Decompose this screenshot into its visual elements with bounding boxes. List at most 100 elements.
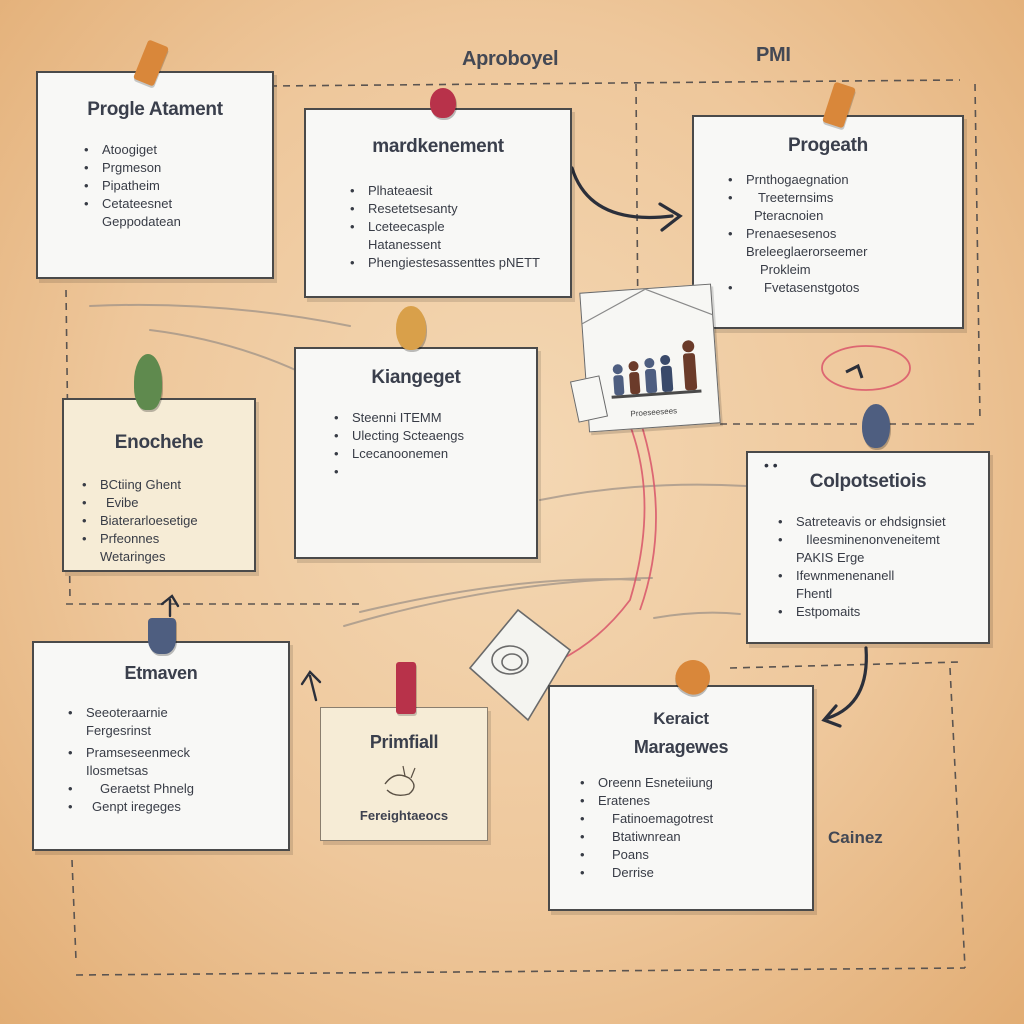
- side-label: Cainez: [828, 828, 883, 847]
- dashed-bottom-right-rail: [949, 667, 966, 969]
- card-enochehe[interactable]: Enochehe •BCtiing Ghent •Evibe •Biaterar…: [62, 398, 256, 572]
- card-title: Colpotsetiois: [809, 471, 927, 492]
- bullet-icon: •: [82, 477, 87, 492]
- list-item: •BCtiing Ghent: [82, 477, 181, 492]
- list-item: •Fatinoemagotrest: [580, 811, 714, 826]
- bullet-icon: •: [580, 811, 585, 826]
- card-progle-atament[interactable]: Progle Atament •Atoogiget •Prgmeson •Pip…: [36, 71, 274, 279]
- card-title: mardkenement: [372, 136, 504, 157]
- card-title: Etmaven: [124, 663, 198, 683]
- list-item: •Prfeonnes: [82, 531, 160, 546]
- card-title: Keraict: [653, 709, 709, 728]
- list-item: Prokleim: [760, 262, 811, 277]
- list-item: •Resetetsesanty: [350, 201, 458, 216]
- list-item: •Poans: [580, 847, 649, 862]
- tape-icon: [396, 662, 416, 714]
- sketch-stroke-2: [149, 329, 301, 373]
- bullet-icon: •: [350, 201, 355, 216]
- bullet-icon: •: [84, 142, 89, 157]
- bullet-icon: •: [728, 226, 733, 241]
- card-list: •Steenni ITEMM •Ulecting Scteaengs •Lcec…: [334, 409, 536, 481]
- list-item: •Satreteavis or ehdsignsiet: [778, 514, 946, 529]
- photo-caption: Proeseesees: [630, 406, 678, 419]
- list-item: •Btatiwnrean: [580, 829, 681, 844]
- dashed-bottom-left-rail: [71, 859, 77, 961]
- sketch-stroke-4: [343, 577, 653, 627]
- list-item: Geppodatean: [102, 214, 181, 229]
- card-title: Primfiall: [369, 732, 439, 752]
- card-etmaven[interactable]: Etmaven •Seeoteraarnie Fergesrinst •Pram…: [32, 641, 290, 851]
- list-item: Fhentl: [796, 586, 833, 601]
- bullet-icon: •: [350, 219, 355, 234]
- bullet-icon: •: [580, 775, 585, 790]
- list-item: •Evibe: [82, 495, 139, 510]
- bullet-icon: •: [84, 160, 89, 175]
- list-item: •Plhateaesit: [350, 183, 433, 198]
- red-loop: [821, 345, 911, 391]
- bullet-icon: •: [778, 604, 783, 619]
- sketch-stroke-1: [89, 303, 351, 327]
- card-primfiall[interactable]: Primfiall Fereightaeocs: [320, 707, 488, 841]
- bullet-icon: •: [84, 196, 89, 211]
- list-item: •Fvetasenstgotos: [728, 280, 860, 295]
- card-title: Progeath: [788, 135, 868, 156]
- list-item: •Prnthogaegnation: [728, 172, 849, 187]
- card-corner-dots: • •: [764, 457, 778, 473]
- bullet-icon: •: [68, 745, 73, 760]
- card-keraict[interactable]: Keraict Maragewes •Oreenn Esneteiiung •E…: [548, 685, 814, 911]
- team-people-icon: [582, 288, 713, 399]
- card-list: •Oreenn Esneteiiung •Eratenes •Fatinoema…: [580, 774, 812, 882]
- list-item: •Prenaesesenos: [728, 226, 837, 241]
- arrow-head-right: [821, 704, 842, 728]
- team-photo-card[interactable]: Proeseesees: [579, 283, 721, 433]
- card-progeath[interactable]: Progeath •Prnthogaegnation •Treeternsims…: [692, 115, 964, 329]
- list-item: Hatanessent: [368, 237, 441, 252]
- list-item: •Genpt iregeges: [68, 799, 181, 814]
- header-label-right: PMI: [756, 44, 791, 66]
- pushpin-icon: [134, 354, 162, 410]
- list-item: Ilosmetsas: [86, 763, 149, 778]
- bullet-icon: •: [728, 172, 733, 187]
- list-item: •Seeoteraarnie: [68, 705, 168, 720]
- red-string-1: [559, 419, 646, 661]
- bullet-icon: •: [82, 513, 87, 528]
- arrow-curve-top: [570, 166, 674, 220]
- list-item: •Steenni ITEMM: [334, 410, 442, 425]
- bullet-icon: •: [68, 799, 73, 814]
- sketch-stroke-6: [653, 611, 741, 619]
- list-item: •Eratenes: [580, 793, 651, 808]
- arrow-head-top: [658, 202, 683, 232]
- arrow-curve-right: [826, 646, 868, 720]
- red-string-2: [639, 419, 657, 611]
- bullet-icon: •: [580, 829, 585, 844]
- list-item: •Ifewnmenenanell: [778, 568, 895, 583]
- bullet-icon: •: [728, 190, 733, 205]
- card-list: •Prnthogaegnation •Treeternsims Pteracno…: [728, 171, 962, 297]
- arrow-up-left: [160, 594, 180, 618]
- list-item: •Lcecanoonemen: [334, 446, 449, 461]
- card-colpotsetiois[interactable]: • • Colpotsetiois •Satreteavis or ehdsig…: [746, 451, 990, 644]
- bullet-icon: •: [334, 446, 339, 461]
- dashed-right-rail: [974, 83, 981, 421]
- card-kiangeget[interactable]: Kiangeget •Steenni ITEMM •Ulecting Sctea…: [294, 347, 538, 559]
- list-item: •Biaterarloesetige: [82, 513, 198, 528]
- bullet-icon: •: [580, 865, 585, 880]
- pushpin-icon: [148, 618, 176, 654]
- bullet-icon: •: [334, 410, 339, 425]
- card-title: Progle Atament: [87, 99, 223, 120]
- list-item: •Ileesminenonveneitemt: [778, 532, 940, 547]
- bullet-icon: •: [350, 255, 355, 270]
- card-mardkenement[interactable]: mardkenement •Plhateaesit •Resetetsesant…: [304, 108, 572, 298]
- list-item: •Prgmeson: [84, 160, 162, 175]
- small-arrow-icon: [845, 363, 864, 379]
- bullet-icon: •: [84, 178, 89, 193]
- list-item: •Geraetst Phnelg: [68, 781, 194, 796]
- list-item: •Pipatheim: [84, 178, 160, 193]
- dashed-top-rail: [269, 79, 961, 87]
- bullet-icon: •: [728, 280, 733, 295]
- list-item: Wetaringes: [100, 549, 166, 564]
- list-item: Pteracnoien: [754, 208, 824, 223]
- bullet-icon: •: [68, 781, 73, 796]
- bullet-icon: •: [334, 428, 339, 443]
